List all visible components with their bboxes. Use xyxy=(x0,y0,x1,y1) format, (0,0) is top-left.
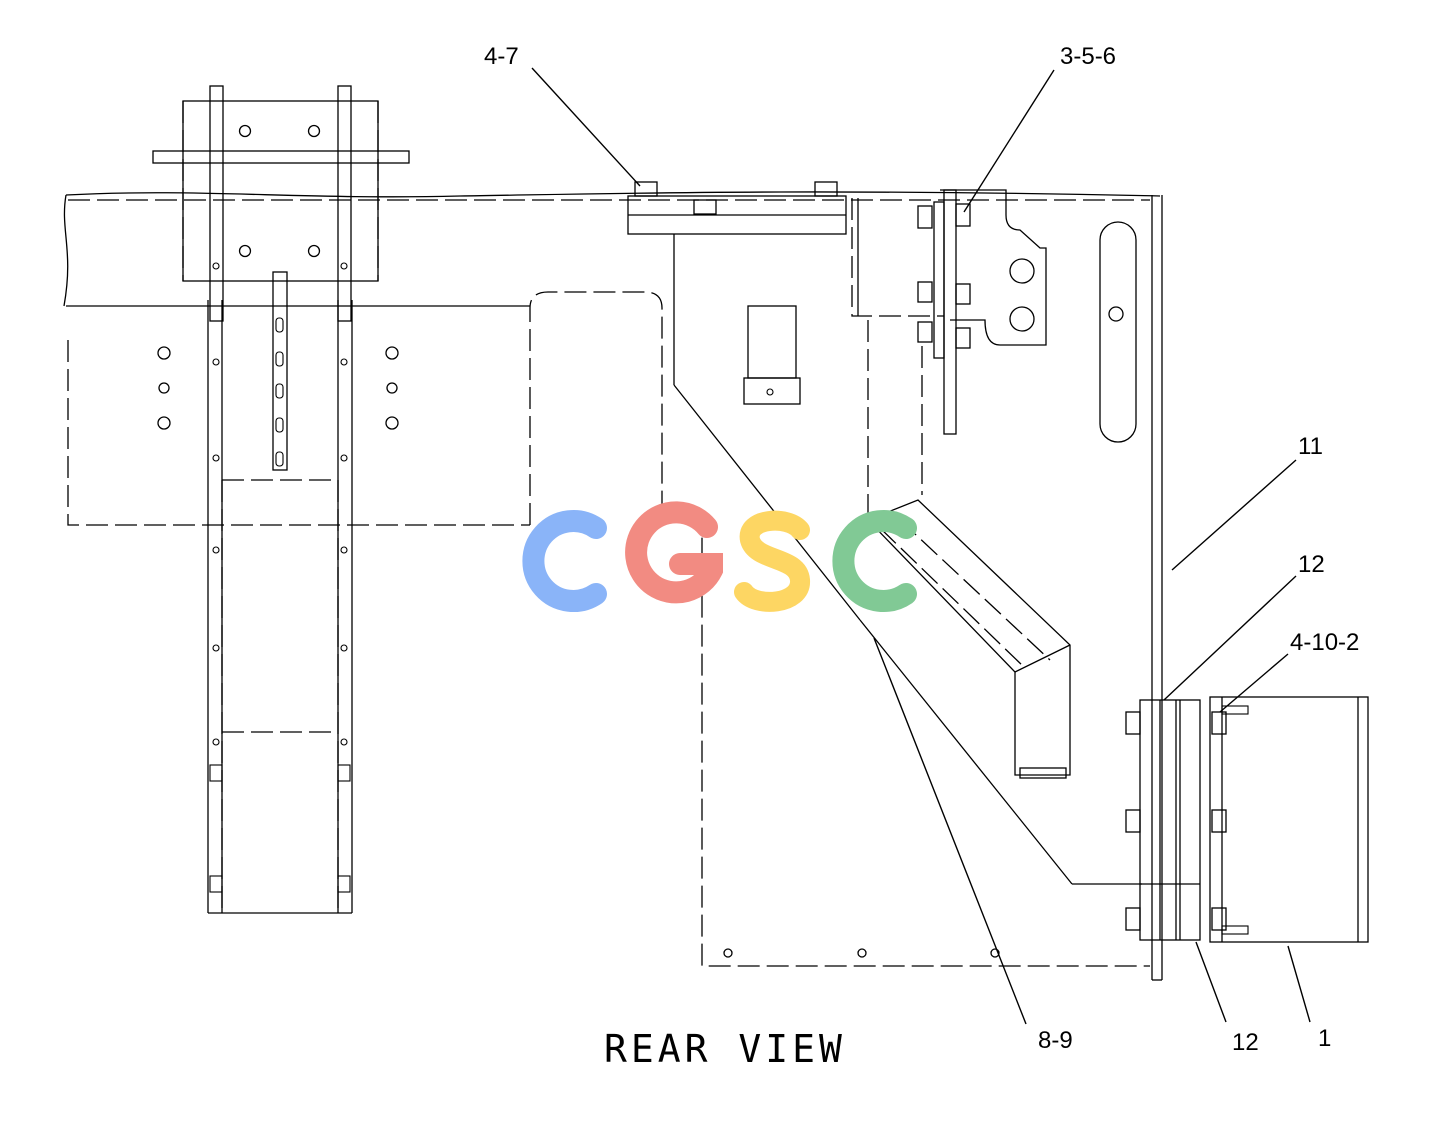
left-frame-assembly xyxy=(152,85,410,914)
callout-11: 11 xyxy=(1298,433,1323,460)
watermark-c1 xyxy=(522,510,607,612)
top-clamp-assembly xyxy=(627,181,861,621)
leader-3-5-6 xyxy=(963,69,1055,213)
leader-lines xyxy=(531,67,1311,1025)
watermark-s xyxy=(734,510,810,612)
leader-4-7 xyxy=(531,67,641,187)
watermark-g xyxy=(625,501,723,604)
callout-3-5-6: 3-5-6 xyxy=(1060,43,1116,70)
callout-12-upper: 12 xyxy=(1298,551,1325,578)
leader-4-10-2 xyxy=(1219,653,1289,713)
motor-assembly xyxy=(1125,696,1369,943)
callout-4-7: 4-7 xyxy=(484,43,519,70)
horizontal-beam xyxy=(63,191,1161,967)
right-bracket-assembly xyxy=(851,189,1163,981)
leader-12-lower xyxy=(1195,941,1227,1023)
watermark-c2 xyxy=(832,510,917,612)
leader-1 xyxy=(1287,945,1311,1023)
leader-11 xyxy=(1171,459,1297,571)
angled-chute xyxy=(859,499,1142,885)
callout-1: 1 xyxy=(1318,1025,1331,1052)
callout-12-lower: 12 xyxy=(1232,1029,1259,1056)
watermark-logo xyxy=(522,501,917,612)
leader-8-9 xyxy=(873,637,1027,1025)
leader-12-upper xyxy=(1163,575,1297,701)
callout-8-9: 8-9 xyxy=(1038,1027,1073,1054)
view-title: REAR VIEW xyxy=(604,1027,846,1071)
callout-4-10-2: 4-10-2 xyxy=(1290,629,1359,656)
